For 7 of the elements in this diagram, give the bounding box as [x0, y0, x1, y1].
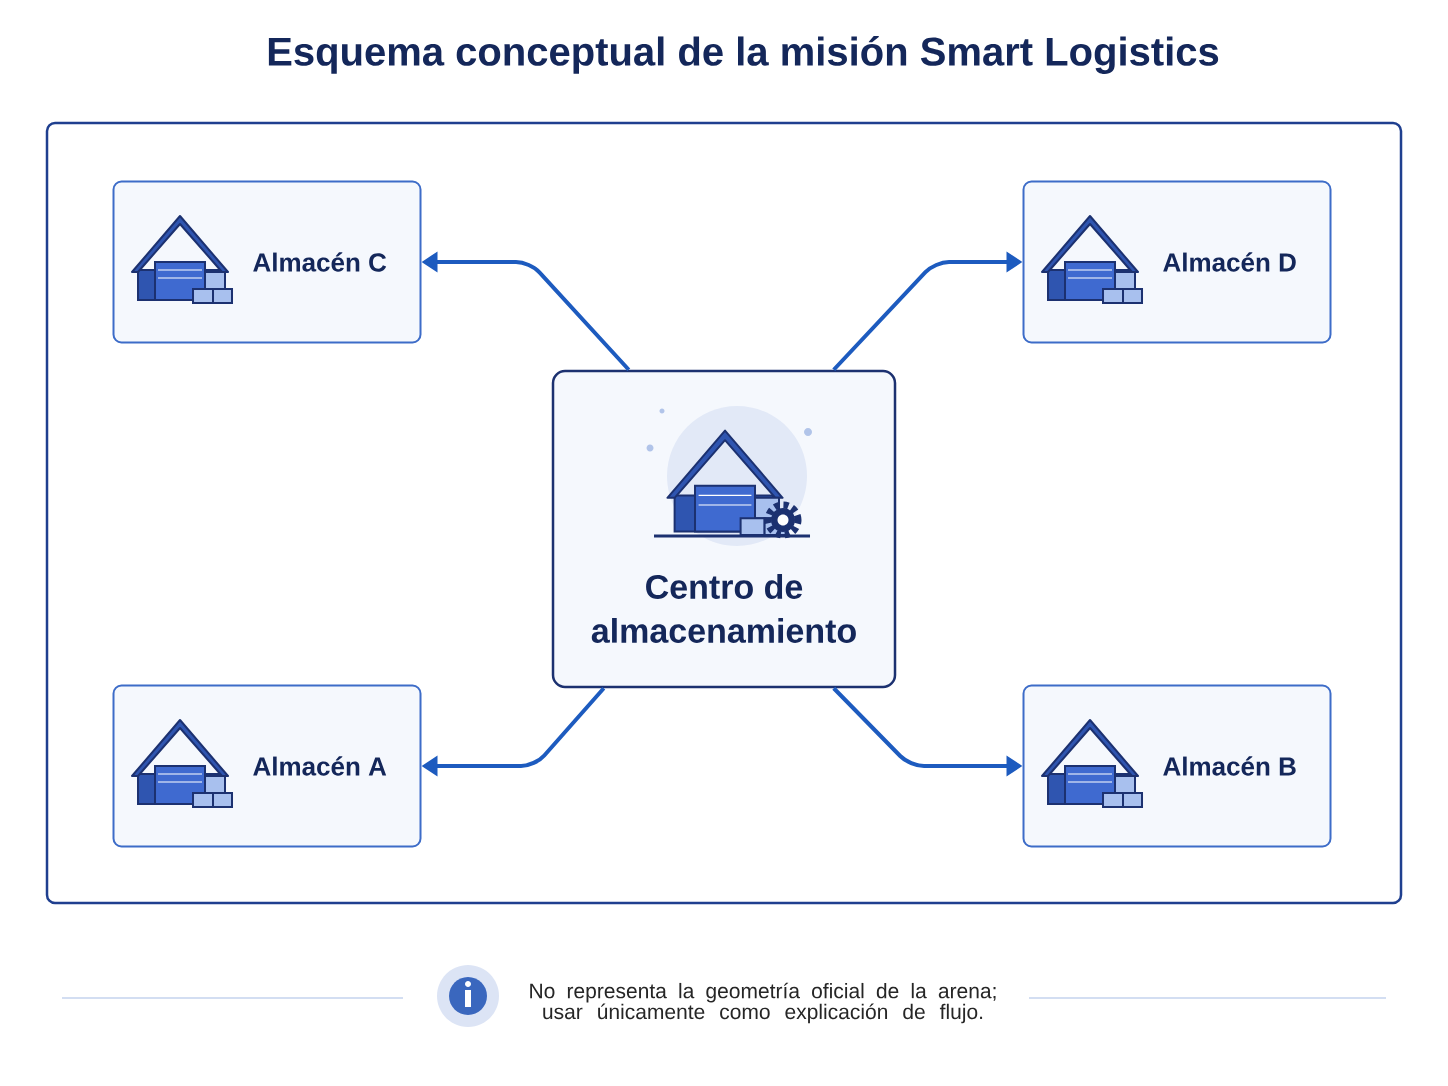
- warehouse-box: Almacén B: [1022, 684, 1332, 848]
- note: No representa la geometría oficial de la arena; usar únicamente como explicación de flujo.: [530, 982, 996, 1024]
- warehouse-box: Almacén D: [1022, 180, 1332, 344]
- warehouse-box: Almacén A: [112, 684, 422, 848]
- warehouse-box: Almacén C: [112, 180, 422, 344]
- title: Esquema conceptual de la misión Smart Logistics: [268, 36, 1219, 74]
- frame-box: [45, 121, 1403, 905]
